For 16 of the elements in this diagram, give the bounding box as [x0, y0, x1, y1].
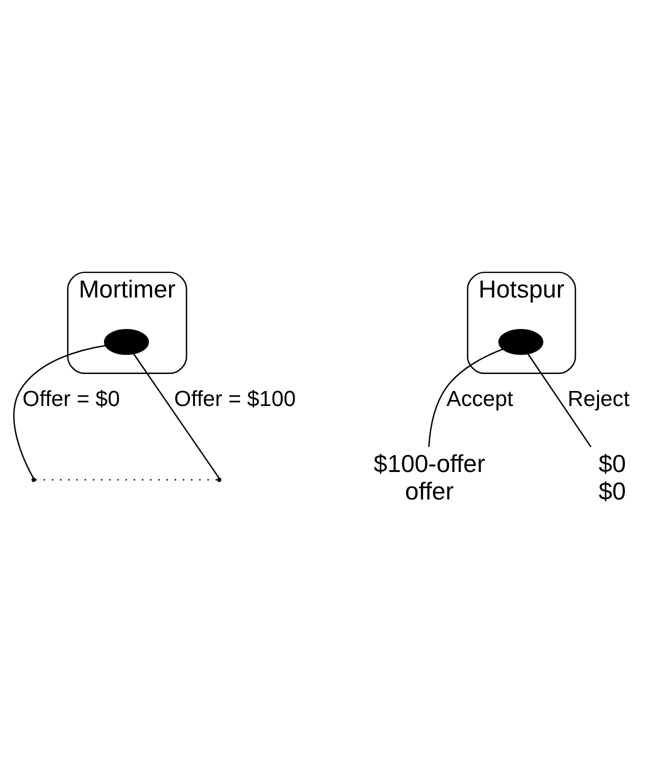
connector — [428, 348, 504, 447]
edge-label: Offer = $100 — [174, 386, 296, 411]
node-circle — [104, 329, 149, 355]
connector — [133, 354, 220, 479]
node-text: $0 $0 — [598, 451, 626, 506]
connector — [527, 354, 592, 448]
edge-label: Accept — [446, 386, 514, 411]
node-circle — [498, 329, 544, 355]
edge-label: Reject — [568, 386, 630, 411]
edge-label: Offer = $0 — [22, 386, 120, 411]
node-point — [217, 478, 222, 482]
cluster: Hotspur — [466, 272, 576, 374]
cluster: Mortimer — [67, 272, 188, 374]
node-point — [32, 478, 36, 482]
connector — [13, 344, 106, 479]
node-text: $100-offer offer — [374, 451, 486, 506]
